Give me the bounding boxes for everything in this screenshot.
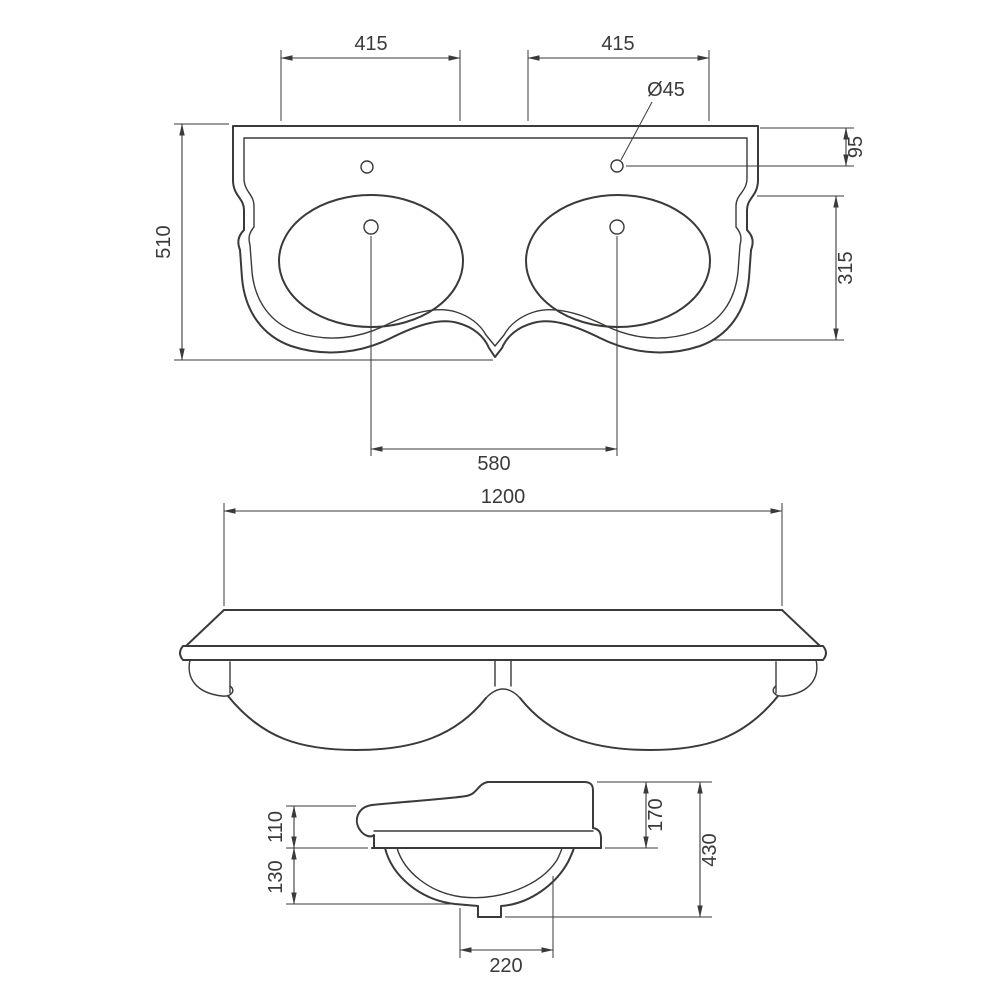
faucet-hole-right	[610, 159, 624, 173]
dim-overall-width: 1200	[223, 486, 783, 606]
dim-drain-offset: 220	[459, 876, 554, 977]
front-rim-left-slant	[185, 609, 225, 647]
dim-label-1200: 1200	[481, 486, 526, 508]
side-bowl-outer	[384, 847, 575, 918]
drain-hole-right	[609, 219, 625, 235]
dim-label-415-right: 415	[601, 33, 634, 55]
dim-faucet-hole-diameter: Ø45	[620, 79, 685, 161]
dim-label-170: 170	[645, 798, 667, 831]
dim-back-height: 170	[597, 781, 712, 849]
dim-basin-left-width: 415	[280, 33, 461, 121]
side-view: 170 430 110 130 220	[265, 781, 721, 977]
dim-overall-height: 430	[505, 781, 721, 918]
front-scroll-right	[772, 659, 818, 697]
dim-bowl-depth: 315	[712, 195, 857, 341]
front-bowl-right-underside	[519, 695, 779, 751]
dim-label-315: 315	[835, 251, 857, 284]
bowl-right	[525, 194, 711, 328]
front-bowl-left-underside	[227, 695, 487, 751]
faucet-hole-left	[360, 160, 374, 174]
dim-label-220: 220	[489, 955, 522, 977]
dim-faucet-hole-offset: 95	[626, 127, 867, 167]
side-bowl-inner	[396, 847, 563, 899]
dim-drain-spacing: 580	[370, 236, 618, 475]
dim-label-110: 110	[265, 811, 287, 843]
front-centre-divider	[485, 659, 521, 699]
dim-label-130: 130	[265, 860, 287, 893]
dim-overall-depth: 510	[153, 123, 493, 361]
dim-bowl-height: 130	[265, 847, 452, 905]
drain-hole-left	[363, 219, 379, 235]
dim-label-510: 510	[153, 225, 175, 258]
basin-outer-outline	[232, 125, 759, 358]
dim-label-415-left: 415	[354, 33, 387, 55]
dim-label-95: 95	[845, 136, 867, 158]
front-rim-right-slant	[781, 609, 821, 647]
dim-label-430: 430	[699, 833, 721, 866]
top-view: 415 415 Ø45 95 315	[153, 33, 867, 475]
front-view: 1200	[179, 486, 827, 751]
basin-inner-outline	[243, 137, 748, 347]
side-front-lip	[355, 804, 375, 849]
front-moulding-band	[179, 645, 827, 661]
side-rim-band-right-end	[592, 827, 602, 849]
dim-basin-right-width: 415	[527, 33, 710, 121]
front-scroll-left	[188, 659, 234, 697]
dim-rim-front-height: 110	[265, 805, 368, 849]
dim-label-580: 580	[477, 453, 510, 475]
side-top-contour	[371, 781, 594, 829]
dim-label-hole-diameter: Ø45	[647, 79, 685, 101]
